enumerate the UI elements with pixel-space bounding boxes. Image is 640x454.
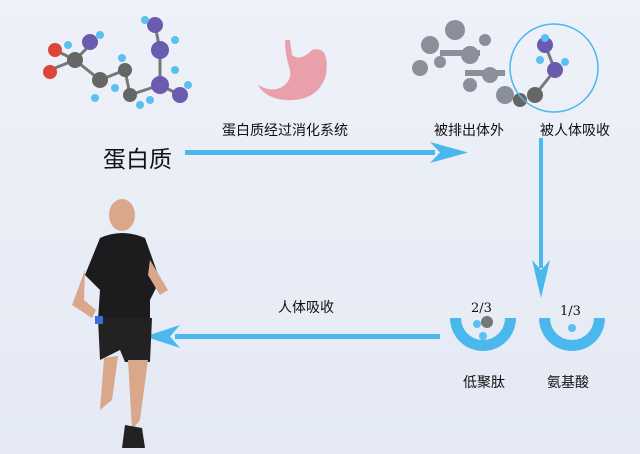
protein-molecule-icon [43, 16, 192, 109]
amino-acid-fraction: 1/3 [560, 304, 581, 319]
absorbed-highlight-circle [509, 23, 599, 113]
stomach-icon [258, 40, 327, 101]
oligopeptide-label: 低聚肽 [463, 375, 505, 391]
body-absorb-arrow [145, 325, 440, 348]
absorbed-molecule-icon [513, 34, 569, 107]
body-absorb-label: 人体吸收 [278, 300, 334, 316]
protein-label: 蛋白质 [103, 147, 172, 173]
oligopeptide-molecule-icon [473, 316, 493, 340]
oligopeptide-fraction: 2/3 [471, 301, 492, 316]
excreted-label: 被排出体外 [434, 123, 504, 139]
amino-acid-bowl [539, 318, 605, 351]
digestion-arrow [185, 142, 468, 163]
absorbed-label: 被人体吸收 [540, 123, 610, 139]
amino-acid-molecule-icon [568, 324, 576, 332]
runner-image [72, 199, 168, 448]
absorb-down-arrow [532, 138, 550, 298]
amino-acid-label: 氨基酸 [547, 375, 589, 391]
digestion-label: 蛋白质经过消化系统 [222, 123, 348, 139]
excreted-molecule-icon [412, 20, 514, 104]
oligopeptide-bowl [450, 318, 516, 351]
